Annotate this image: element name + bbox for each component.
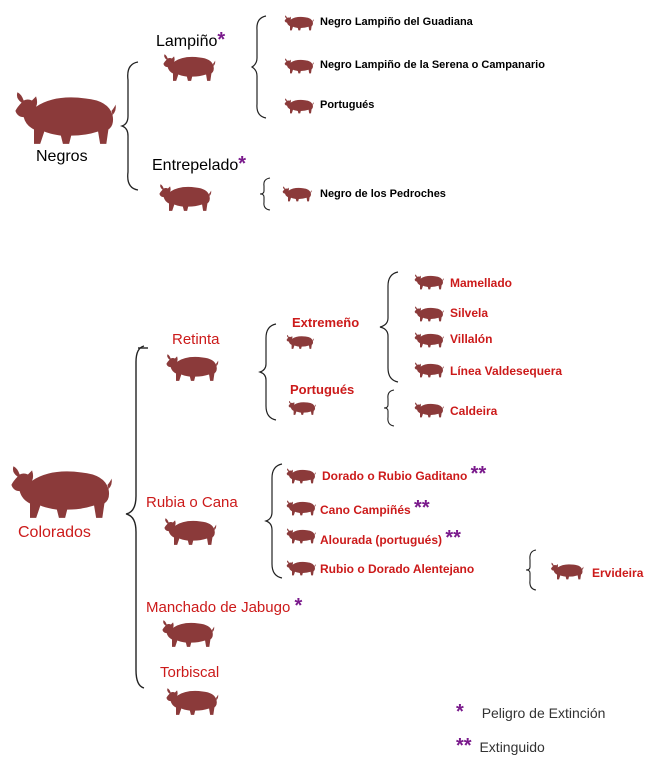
danger-mark: * <box>217 29 226 51</box>
pig-icon <box>284 96 314 114</box>
pig-icon <box>286 558 316 576</box>
brace-alentejano <box>525 549 537 591</box>
pig-icon <box>286 466 316 484</box>
pig-icon <box>164 350 220 382</box>
breed-label: Silvela <box>450 306 489 320</box>
danger-mark: * <box>238 153 247 175</box>
brace-extremeno <box>379 271 399 383</box>
danger-mark: * <box>294 595 303 617</box>
pig-icon <box>6 458 116 520</box>
breed-label-row: Cano Campiñés ** <box>320 498 430 518</box>
pig-icon <box>284 13 314 31</box>
node-rubia: Rubia o Cana <box>146 494 238 511</box>
breed-label: Villalón <box>450 332 493 346</box>
pig-icon <box>158 180 212 212</box>
node-torbiscal: Torbiscal <box>160 664 220 681</box>
legend-danger-label: Peligro de Extinción <box>481 705 606 721</box>
pig-icon <box>286 498 316 516</box>
pig-icon <box>284 56 314 74</box>
node-portugues: Portugués <box>290 382 355 397</box>
legend-extinct: ** Extinguido <box>456 736 545 756</box>
breed-label: Mamellado <box>450 276 513 290</box>
pig-icon <box>414 304 444 322</box>
pig-icon <box>164 684 220 716</box>
pig-icon <box>414 400 444 418</box>
pig-icon <box>10 84 120 146</box>
extinct-mark: ** <box>470 463 487 485</box>
legend-danger: * Peligro de Extinción <box>456 702 605 722</box>
pig-icon <box>162 514 218 546</box>
pig-icon <box>414 360 444 378</box>
breed-label: Alourada (portugués) <box>320 533 442 547</box>
brace-entrepelado <box>259 177 271 211</box>
breed-label: Dorado o Rubio Gaditano <box>322 469 468 483</box>
extinct-mark: ** <box>445 527 461 549</box>
node-lampino-label: Lampiño <box>156 33 218 50</box>
pig-icon <box>160 616 216 648</box>
node-retinta: Retinta <box>172 331 220 348</box>
node-manchado: Manchado de Jabugo * <box>146 596 302 616</box>
breed-label-row: Alourada (portugués) ** <box>320 528 461 548</box>
group-label-negros: Negros <box>36 148 88 165</box>
brace-colorados <box>125 345 148 689</box>
brace-negros <box>120 61 139 191</box>
brace-lampino <box>250 15 267 119</box>
node-extremeno: Extremeño <box>292 315 360 330</box>
node-manchado-label: Manchado de Jabugo <box>146 599 291 616</box>
breed-label: Cano Campiñés <box>320 503 411 517</box>
pig-icon <box>414 272 444 290</box>
breed-label-row: Dorado o Rubio Gaditano ** <box>322 464 486 484</box>
node-entrepelado: Entrepelado* <box>152 154 246 175</box>
extinct-mark: ** <box>456 735 472 757</box>
breed-label: Negro Lampiño de la Serena o Campanario <box>320 59 545 71</box>
breed-label: Portugués <box>320 99 375 111</box>
extinct-mark: ** <box>414 497 430 519</box>
breed-label: Negro de los Pedroches <box>320 188 446 200</box>
pig-icon <box>286 526 316 544</box>
brace-retinta <box>258 323 277 421</box>
breed-label: Negro Lampiño del Guadiana <box>320 16 473 28</box>
legend-extinct-label: Extinguido <box>479 739 545 755</box>
pig-icon <box>282 184 312 202</box>
breed-label: Ervideira <box>592 566 644 580</box>
pig-icon <box>162 50 216 82</box>
group-label-colorados: Colorados <box>18 524 91 541</box>
pig-icon <box>414 330 444 348</box>
danger-mark: * <box>456 701 464 723</box>
brace-portugues <box>383 389 395 427</box>
node-entrepelado-label: Entrepelado <box>152 157 239 174</box>
pig-icon <box>286 332 314 350</box>
breed-label: Línea Valdesequera <box>450 364 563 378</box>
brace-rubia <box>264 463 283 579</box>
pig-icon <box>550 560 584 580</box>
pig-icon <box>288 398 316 416</box>
breed-label: Caldeira <box>450 404 498 418</box>
breed-label: Rubio o Dorado Alentejano <box>320 562 475 576</box>
node-lampino: Lampiño* <box>156 30 225 51</box>
